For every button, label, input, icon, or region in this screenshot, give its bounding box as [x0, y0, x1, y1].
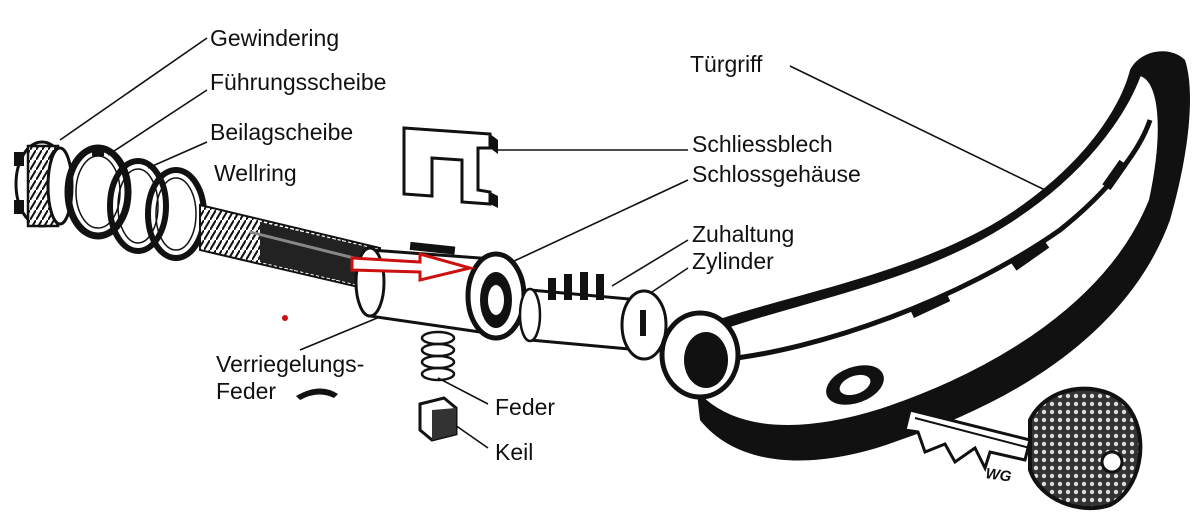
key-mark: WG — [984, 465, 1012, 485]
beilagscheibe-part — [107, 158, 169, 254]
keil-part — [418, 396, 458, 442]
gewindering-part — [14, 140, 74, 228]
label-feder-left: Feder — [216, 378, 277, 404]
label-gewindering: Gewindering — [210, 25, 340, 51]
zylinder-part — [518, 272, 668, 361]
label-feder: Feder — [495, 394, 556, 420]
schlossgehaeuse-part — [354, 241, 527, 341]
label-verriegelungs: Verriegelungs- — [216, 351, 365, 377]
label-zuhaltung: Zuhaltung — [692, 221, 795, 247]
red-arrow — [350, 252, 476, 282]
label-wellring: Wellring — [214, 160, 297, 186]
key-part — [903, 386, 1143, 511]
label-keil: Keil — [495, 439, 534, 465]
tuergriff-part — [659, 51, 1190, 461]
schliessblech-part — [402, 126, 498, 208]
feder-part — [420, 330, 456, 382]
wellring-part — [145, 167, 207, 261]
label-beilagscheibe: Beilagscheibe — [210, 119, 354, 145]
red-dot — [282, 315, 288, 321]
threaded-shaft — [199, 203, 381, 294]
label-tuergriff: Türgriff — [690, 51, 763, 77]
verriegelungsfeder-clip — [296, 388, 338, 400]
label-fuehrungsscheibe: Führungsscheibe — [210, 69, 387, 95]
label-zylinder: Zylinder — [692, 248, 774, 274]
label-schlossgehaeuse: Schlossgehäuse — [692, 161, 861, 187]
label-schliessblech: Schliessblech — [692, 131, 833, 157]
